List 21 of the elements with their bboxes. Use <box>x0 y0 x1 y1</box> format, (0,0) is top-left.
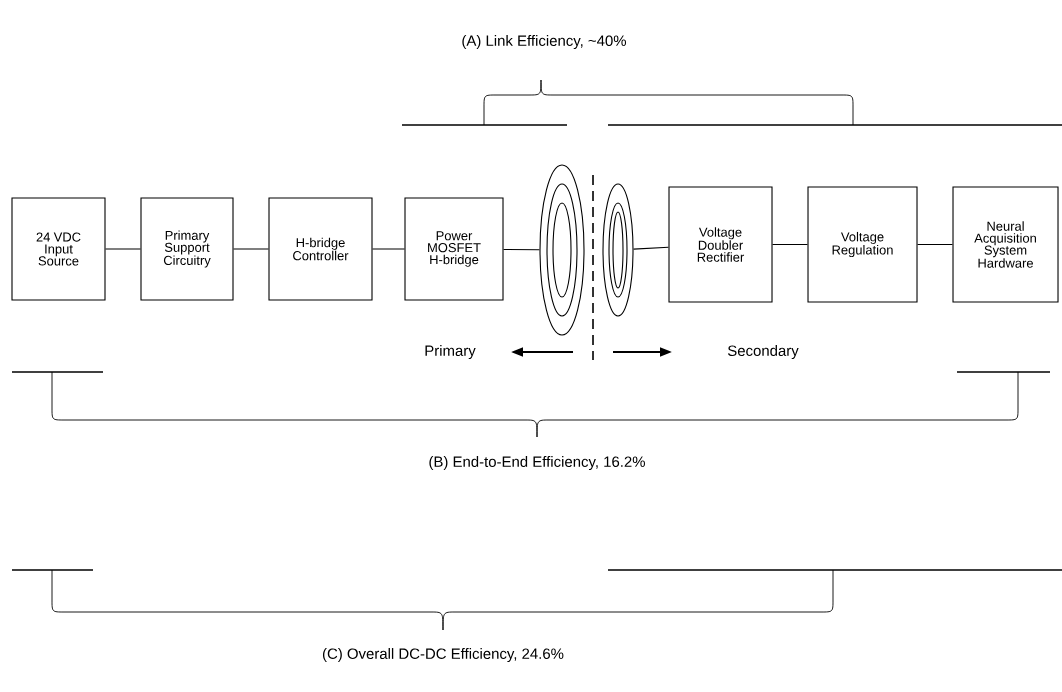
caption-text: Primary <box>425 345 476 359</box>
connector-line <box>772 243 808 246</box>
block-box: H-bridge Controller <box>268 197 373 301</box>
connector-line <box>372 248 405 250</box>
connector-line <box>233 248 269 250</box>
connector-line <box>105 248 141 250</box>
block-box: 24 VDC Input Source <box>11 197 106 301</box>
connector-line <box>633 246 669 250</box>
caption-text: (B) End-to-End Efficiency, 16.2% <box>429 456 645 470</box>
block-box: Neural Acquisition System Hardware <box>952 186 1059 303</box>
coil-drawing <box>539 164 585 336</box>
block-box: Voltage Regulation <box>807 186 918 303</box>
block-box: Power MOSFET H-bridge <box>404 197 504 301</box>
caption-text: (A) Link Efficiency, ~40% <box>462 35 627 49</box>
coil-drawing <box>602 183 634 317</box>
connector-line <box>503 248 540 251</box>
block-box: Primary Support Circuitry <box>140 197 234 301</box>
block-box: Voltage Doubler Rectifier <box>668 186 773 303</box>
connector-line <box>917 243 953 246</box>
caption-text: (C) Overall DC-DC Efficiency, 24.6% <box>322 648 564 662</box>
caption-text: Secondary <box>727 345 799 359</box>
